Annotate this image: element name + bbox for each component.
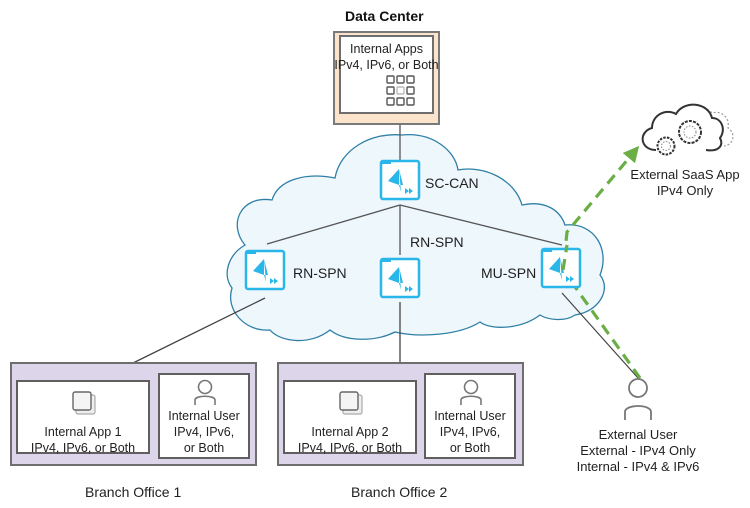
- external-saas-label: External SaaS App IPv4 Only: [620, 167, 750, 199]
- app-window-icon: [72, 391, 96, 415]
- app-window-icon: [339, 391, 363, 415]
- node-sc-can[interactable]: [379, 159, 421, 201]
- internal-user-2-ip-line2: or Both: [449, 441, 491, 455]
- prisma-node-icon: [388, 169, 403, 192]
- prisma-cloud-shape: [226, 134, 605, 342]
- rn-spn-2-label: RN-SPN: [410, 234, 464, 250]
- user-icon: [194, 379, 216, 405]
- internal-apps-text: Internal Apps IPv4, IPv6, or Both: [333, 41, 440, 73]
- link-sc-can-to-rn-spn-1: [266, 204, 401, 245]
- prisma-node-icon: [388, 267, 403, 290]
- mu-spn-label: MU-SPN: [481, 265, 537, 281]
- internal-apps-label: Internal Apps: [350, 42, 423, 56]
- external-saas-ip: IPv4 Only: [656, 183, 714, 198]
- internal-user-1-ip-line2: or Both: [183, 441, 225, 455]
- internal-user-1-name: Internal User: [168, 409, 240, 423]
- external-user-external-ip: External - IPv4 Only: [580, 443, 696, 458]
- branch-office-1-label: Branch Office 1: [85, 484, 182, 500]
- internal-app-1-name: Internal App 1: [44, 425, 122, 439]
- internal-app-2-name: Internal App 2: [311, 425, 389, 439]
- internal-user-2-box[interactable]: Internal User IPv4, IPv6, or Both: [424, 373, 516, 459]
- node-rn-spn-1[interactable]: [244, 249, 286, 291]
- external-user-internal-ip: Internal - IPv4 & IPv6: [576, 459, 700, 474]
- external-user-label: External User External - IPv4 Only Inter…: [563, 427, 713, 475]
- sc-can-label: SC-CAN: [425, 175, 479, 191]
- user-icon: [460, 379, 482, 405]
- internal-user-2-ip-line1: IPv4, IPv6,: [439, 425, 501, 439]
- node-mu-spn[interactable]: [540, 247, 582, 289]
- internal-app-2-box[interactable]: Internal App 2 IPv4, IPv6, or Both: [283, 380, 417, 455]
- external-traffic-path-overlay: [561, 244, 569, 271]
- external-user-icon: [624, 378, 652, 420]
- cloud-gears-icon: [641, 103, 734, 156]
- rn-spn-1-label: RN-SPN: [293, 265, 347, 281]
- node-rn-spn-2[interactable]: [379, 257, 421, 299]
- internal-app-1-ip: IPv4, IPv6, or Both: [30, 441, 136, 455]
- data-center-title: Data Center: [345, 8, 424, 24]
- link-mu-spn-to-external-user: [561, 292, 639, 379]
- app-grid-icon: [386, 75, 415, 106]
- internal-app-2-ip: IPv4, IPv6, or Both: [297, 441, 403, 455]
- internal-user-2-name: Internal User: [434, 409, 506, 423]
- external-user-name: External User: [598, 427, 678, 442]
- prisma-node-icon: [253, 259, 268, 282]
- link-rn-spn-1-to-branch-1: [132, 297, 266, 364]
- link-sc-can-to-mu-spn: [399, 204, 563, 246]
- internal-apps-ip-label: IPv4, IPv6, or Both: [334, 58, 439, 72]
- internal-user-1-ip-line1: IPv4, IPv6,: [173, 425, 235, 439]
- internal-app-1-box[interactable]: Internal App 1 IPv4, IPv6, or Both: [16, 380, 150, 455]
- internal-user-1-box[interactable]: Internal User IPv4, IPv6, or Both: [158, 373, 250, 459]
- external-saas-name: External SaaS App: [630, 167, 740, 182]
- prisma-node-icon: [549, 257, 564, 280]
- branch-office-2-label: Branch Office 2: [351, 484, 448, 500]
